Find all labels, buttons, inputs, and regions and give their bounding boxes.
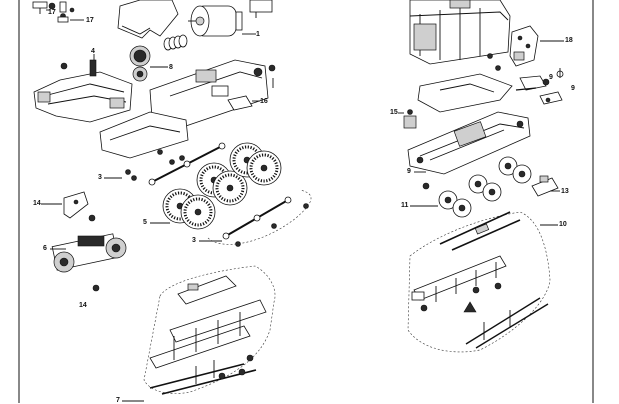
callout-5: 5: [143, 219, 147, 226]
callout-14: 14: [79, 302, 87, 309]
callout-17: 17: [48, 9, 56, 16]
callout-16: 16: [260, 98, 268, 105]
callout-14: 14: [33, 200, 41, 207]
callout-17: 17: [86, 17, 94, 24]
callout-18: 18: [565, 37, 573, 44]
callout-9: 9: [571, 85, 575, 92]
callout-1: 1: [256, 31, 260, 38]
front-bogie: [51, 233, 127, 292]
drawbar-13: [531, 175, 559, 197]
pickup-weight: [63, 191, 96, 222]
brake-rigging-assembly: [143, 265, 276, 395]
motor-shell: [117, 0, 179, 39]
coupling-block-15: [403, 109, 417, 129]
chassis-base: [99, 111, 189, 159]
callout-13: 13: [561, 188, 569, 195]
wheel: [212, 170, 248, 206]
wheel: [246, 150, 282, 186]
callout-6: 6: [43, 245, 47, 252]
wheel: [180, 194, 216, 230]
tender-brake-assembly: [407, 211, 551, 353]
gears: [129, 45, 168, 82]
tender-chassis: [407, 111, 531, 190]
tender-details: [487, 25, 539, 71]
tender-body: [409, 0, 511, 65]
screw-parts-17: [32, 1, 84, 23]
front-truck-frame: [33, 54, 133, 123]
callout-9: 9: [407, 168, 411, 175]
callout-3: 3: [192, 237, 196, 244]
tender-plate: [417, 73, 513, 113]
tender-wheels: [438, 156, 532, 218]
callout-7: 7: [116, 397, 120, 404]
coupling-rod-upper: [148, 142, 226, 186]
callout-4: 4: [91, 48, 95, 55]
spring: [163, 34, 188, 51]
coupling-rod-lower: [207, 189, 312, 247]
driving-wheels: [162, 142, 282, 230]
chassis-screws: [125, 149, 185, 181]
bracket-top: [249, 0, 273, 18]
callout-15: 15: [390, 109, 398, 116]
callout-8: 8: [169, 64, 173, 71]
keeper-plate: [227, 95, 260, 111]
pins-9: [515, 68, 564, 105]
callout-10: 10: [559, 221, 567, 228]
callout-11: 11: [401, 202, 409, 209]
callout-3: 3: [98, 174, 102, 181]
motor: [188, 5, 256, 37]
callout-9: 9: [549, 74, 553, 81]
